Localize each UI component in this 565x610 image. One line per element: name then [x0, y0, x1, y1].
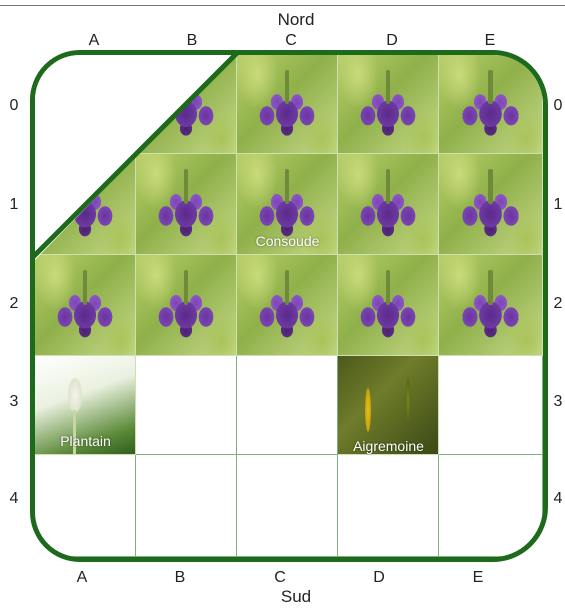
grid-cell-d4[interactable] [338, 455, 439, 557]
col-label-top-b: B [186, 32, 198, 49]
grid-cell-d1[interactable] [338, 154, 439, 255]
grid-cell-a0[interactable] [35, 55, 136, 154]
col-label-top-c: C [285, 32, 297, 49]
row-label-left-0: 0 [9, 97, 19, 114]
grid-cell-c3[interactable] [237, 356, 338, 455]
grid-cell-b3[interactable] [136, 356, 237, 455]
grid-cell-a3[interactable] [35, 356, 136, 455]
comfrey-flower-icon [439, 255, 542, 355]
comfrey-flower-icon [237, 255, 337, 355]
row-label-right-0: 0 [553, 97, 563, 114]
south-label: Sud [280, 587, 312, 606]
plant-label-plantain: Plantain [60, 433, 111, 449]
col-label-top-a: A [88, 32, 100, 49]
grid-cell-c0[interactable] [237, 55, 338, 154]
row-label-left-4: 4 [9, 490, 19, 507]
comfrey-flower-icon [35, 55, 135, 153]
grid-cell-e1[interactable] [439, 154, 543, 255]
comfrey-flower-icon [136, 154, 236, 254]
north-label: Nord [277, 10, 315, 29]
row-label-left-2: 2 [9, 295, 19, 312]
col-label-bottom-b: B [174, 569, 186, 586]
agrimony-icon [338, 356, 438, 454]
grid-cell-e4[interactable] [439, 455, 543, 557]
grid-cell-a1[interactable] [35, 154, 136, 255]
comfrey-flower-icon [439, 154, 542, 254]
grid-cell-a2[interactable] [35, 255, 136, 356]
grid-cell-d0[interactable] [338, 55, 439, 154]
comfrey-flower-icon [338, 55, 438, 153]
col-label-bottom-d: D [373, 569, 385, 586]
row-label-left-1: 1 [9, 196, 19, 213]
col-label-bottom-e: E [472, 569, 484, 586]
row-label-left-3: 3 [9, 393, 19, 410]
col-label-top-d: D [386, 32, 398, 49]
comfrey-flower-icon [35, 255, 135, 355]
row-label-right-1: 1 [553, 196, 563, 213]
grid-cell-e0[interactable] [439, 55, 543, 154]
comfrey-flower-icon [237, 55, 337, 153]
grid-cell-b1[interactable] [136, 154, 237, 255]
grid-cell-b4[interactable] [136, 455, 237, 557]
grid-cell-a4[interactable] [35, 455, 136, 557]
comfrey-flower-icon [136, 55, 236, 153]
col-label-bottom-c: C [274, 569, 286, 586]
comfrey-flower-icon [35, 154, 135, 254]
plant-label-agrimony: Aigremoine [353, 438, 424, 454]
comfrey-flower-icon [338, 154, 438, 254]
top-divider [0, 5, 565, 6]
col-label-top-e: E [484, 32, 496, 49]
grid-cell-c1[interactable] [237, 154, 338, 255]
grid-cell-e3[interactable] [439, 356, 543, 455]
grid-cell-d3[interactable] [338, 356, 439, 455]
comfrey-flower-icon [136, 255, 236, 355]
plantain-icon [35, 356, 135, 454]
row-label-right-2: 2 [553, 295, 563, 312]
grid-cell-b0[interactable] [136, 55, 237, 154]
row-label-right-3: 3 [553, 393, 563, 410]
comfrey-flower-icon [338, 255, 438, 355]
grid-cell-c4[interactable] [237, 455, 338, 557]
grid-cell-c2[interactable] [237, 255, 338, 356]
grid-cell-d2[interactable] [338, 255, 439, 356]
col-label-bottom-a: A [76, 569, 88, 586]
grid-cell-e2[interactable] [439, 255, 543, 356]
comfrey-flower-icon [439, 55, 542, 153]
row-label-right-4: 4 [553, 490, 563, 507]
plant-label-faded: Consoude [243, 439, 307, 455]
grid-cell-b2[interactable] [136, 255, 237, 356]
comfrey-flower-icon [237, 154, 337, 254]
plant-label-comfrey: Consoude [255, 233, 320, 249]
